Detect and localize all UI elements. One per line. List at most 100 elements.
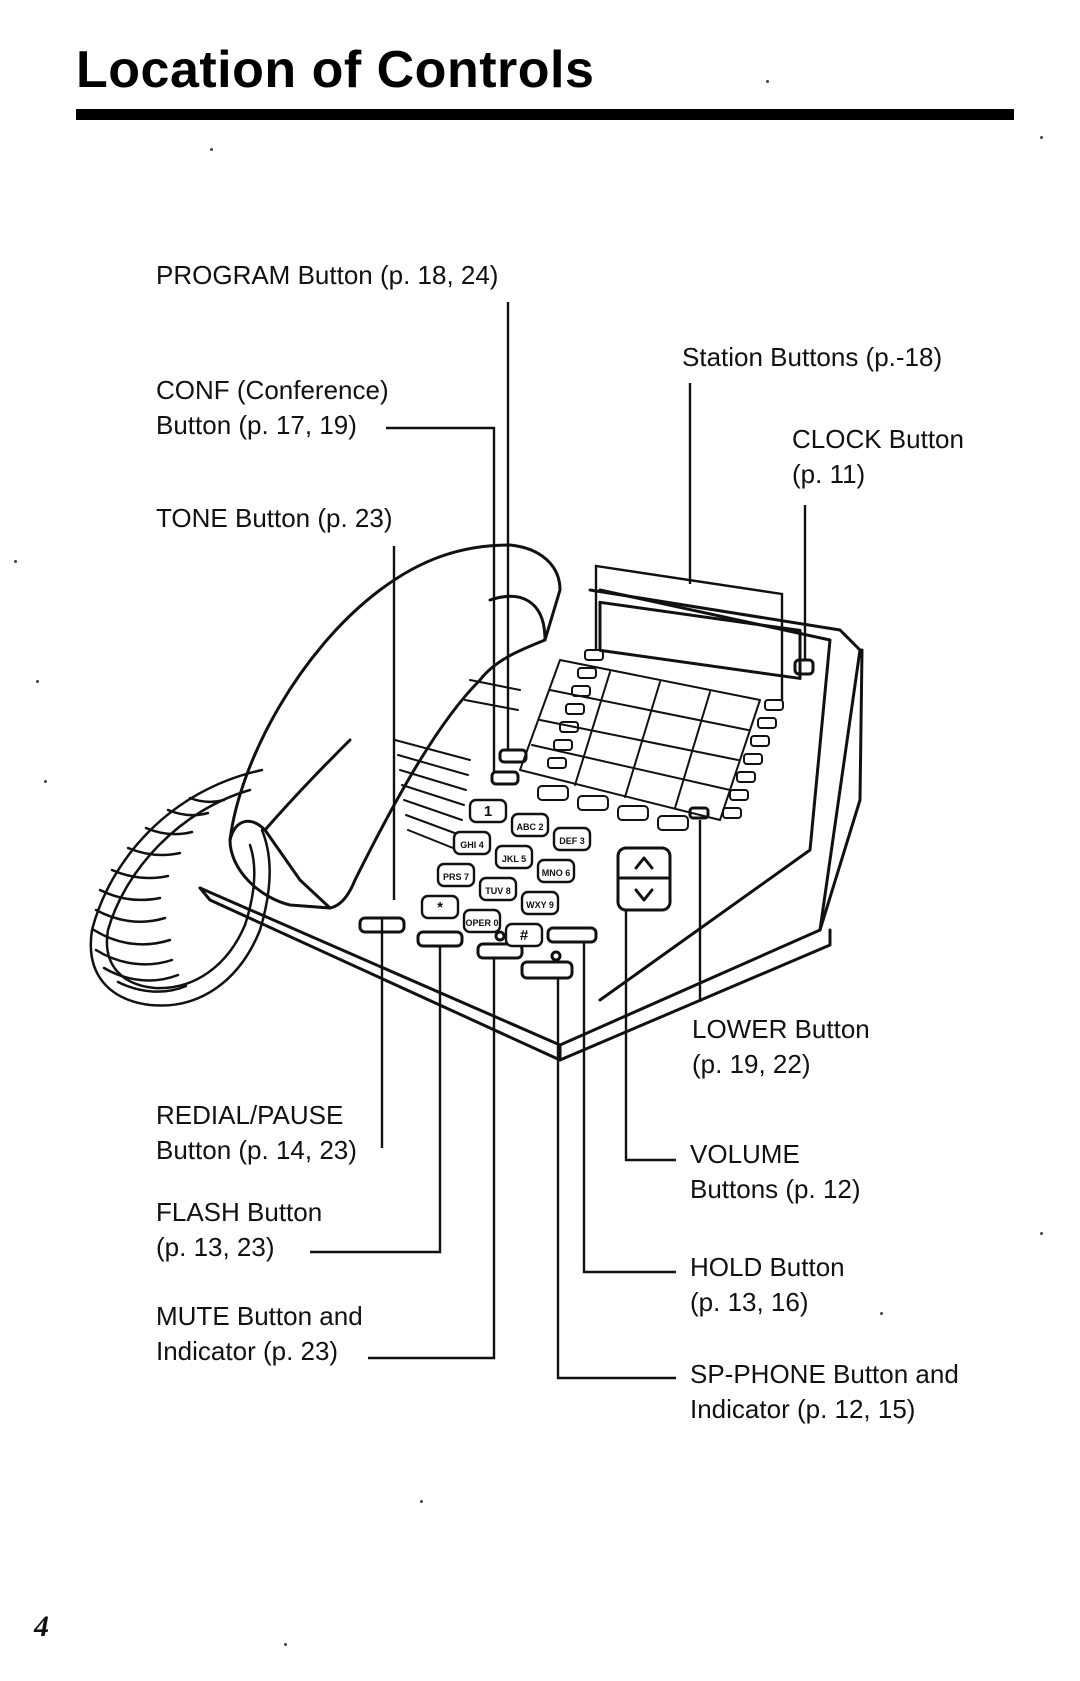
station-buttons-right [722,699,784,819]
label-volume-buttons: VOLUME Buttons (p. 12) [690,1137,861,1207]
scan-speck [36,680,39,683]
label-flash-button: FLASH Button (p. 13, 23) [156,1195,322,1265]
leader-hold [582,942,676,1274]
mute-button [476,942,524,960]
leader-mute [368,958,496,1360]
line-buttons [537,785,689,831]
label-conf-button: CONF (Conference) Button (p. 17, 19) [156,373,389,443]
title-underline [76,109,1014,120]
station-buttons-left [547,649,604,769]
keypad-key-label: OPER 0 [465,918,498,928]
scan-speck [1040,1232,1043,1235]
keypad-key-label: MNO 6 [542,868,571,878]
program-button [498,748,528,764]
volume-rocker [616,846,672,912]
keypad-key-label: * [437,899,443,916]
keypad-key-shape [520,890,560,916]
lcd-display [598,600,802,680]
keypad-key-shape [468,798,508,824]
keypad-key: GHI 4 [452,830,492,856]
label-line: Button (p. 17, 19) [156,410,357,440]
scan-speck [210,148,213,151]
label-line: (p. 13, 16) [690,1287,809,1317]
label-mute-button: MUTE Button and Indicator (p. 23) [156,1299,363,1369]
label-line: VOLUME [690,1139,800,1169]
keypad-key-label: # [520,927,529,944]
keypad-key: TUV 8 [478,876,518,902]
label-line: Button (p. 14, 23) [156,1135,357,1165]
scan-speck [1040,136,1043,139]
label-line: HOLD Button [690,1252,845,1282]
keypad-key-label: JKL 5 [502,854,526,864]
lower-button [688,806,710,820]
keypad-key-label: GHI 4 [460,840,484,850]
label-line: Station Buttons (p.-18) [682,342,943,372]
label-line: CLOCK Button [792,424,964,454]
keypad-key-label: TUV 8 [485,886,511,896]
scan-speck [284,1643,287,1646]
label-line: CONF (Conference) [156,375,389,405]
label-clock-button: CLOCK Button (p. 11) [792,422,964,492]
label-line: LOWER Button [692,1014,870,1044]
label-station-buttons: Station Buttons (p.-18) [682,340,942,375]
keypad-key: * [420,894,460,920]
label-line: MUTE Button and [156,1301,363,1331]
label-line: Indicator (p. 23) [156,1336,339,1366]
label-line: PROGRAM Button (p. 18, 24) [156,260,499,290]
keypad-key-shape [436,862,476,888]
label-line: REDIAL/PAUSE [156,1100,344,1130]
keypad-key-shape [510,812,550,838]
conf-button [490,770,520,786]
leader-station-bracket [594,564,784,700]
keypad-key: OPER 0 [462,908,502,934]
page-title: Location of Controls [76,41,595,99]
keypad-key: 1 [468,798,508,824]
label-line: (p. 13, 23) [156,1232,275,1262]
keypad-key: JKL 5 [494,844,534,870]
keypad-key: # [504,922,544,948]
label-redial-pause-button: REDIAL/PAUSE Button (p. 14, 23) [156,1098,357,1168]
leader-volume [624,910,676,1162]
keypad-key-shape [504,922,544,948]
keypad-key-label: DEF 3 [559,836,585,846]
telephone-body [198,588,864,1062]
sp-phone-button [520,960,574,980]
label-line: SP-PHONE Button and [690,1359,959,1389]
keypad-key: DEF 3 [552,826,592,852]
keypad-key-shape [494,844,534,870]
scan-speck [880,1312,883,1315]
label-line: (p. 11) [792,459,866,489]
label-tone-button: TONE Button (p. 23) [156,501,393,536]
page-number: 4 [34,1610,49,1643]
scan-speck [420,1500,423,1503]
flash-button [416,930,464,948]
leader-flash [310,946,442,1254]
scan-speck [14,560,17,563]
sp-phone-indicator [550,950,562,962]
station-button-grid [519,659,761,821]
keypad-key-shape [452,830,492,856]
keypad-key: ABC 2 [510,812,550,838]
mute-indicator [494,930,506,942]
label-line: Buttons (p. 12) [690,1174,861,1204]
keypad-key: MNO 6 [536,858,576,884]
coiled-cord [89,768,271,1007]
keypad-key-shape [552,826,592,852]
label-hold-button: HOLD Button (p. 13, 16) [690,1250,845,1320]
keypad-key-label: 1 [484,803,492,820]
keypad-key: WXY 9 [520,890,560,916]
hold-button [546,926,598,944]
handset [228,543,562,910]
keypad-key-shape [420,894,460,920]
keypad-key: PRS 7 [436,862,476,888]
label-line: (p. 19, 22) [692,1049,811,1079]
keypad-key-shape [536,858,576,884]
label-line: FLASH Button [156,1197,323,1227]
label-sp-phone-button: SP-PHONE Button and Indicator (p. 12, 15… [690,1357,959,1427]
keypad-key-label: ABC 2 [516,822,543,832]
clock-button [793,658,815,676]
keypad-key-shape [462,908,502,934]
leader-conf [386,426,496,772]
